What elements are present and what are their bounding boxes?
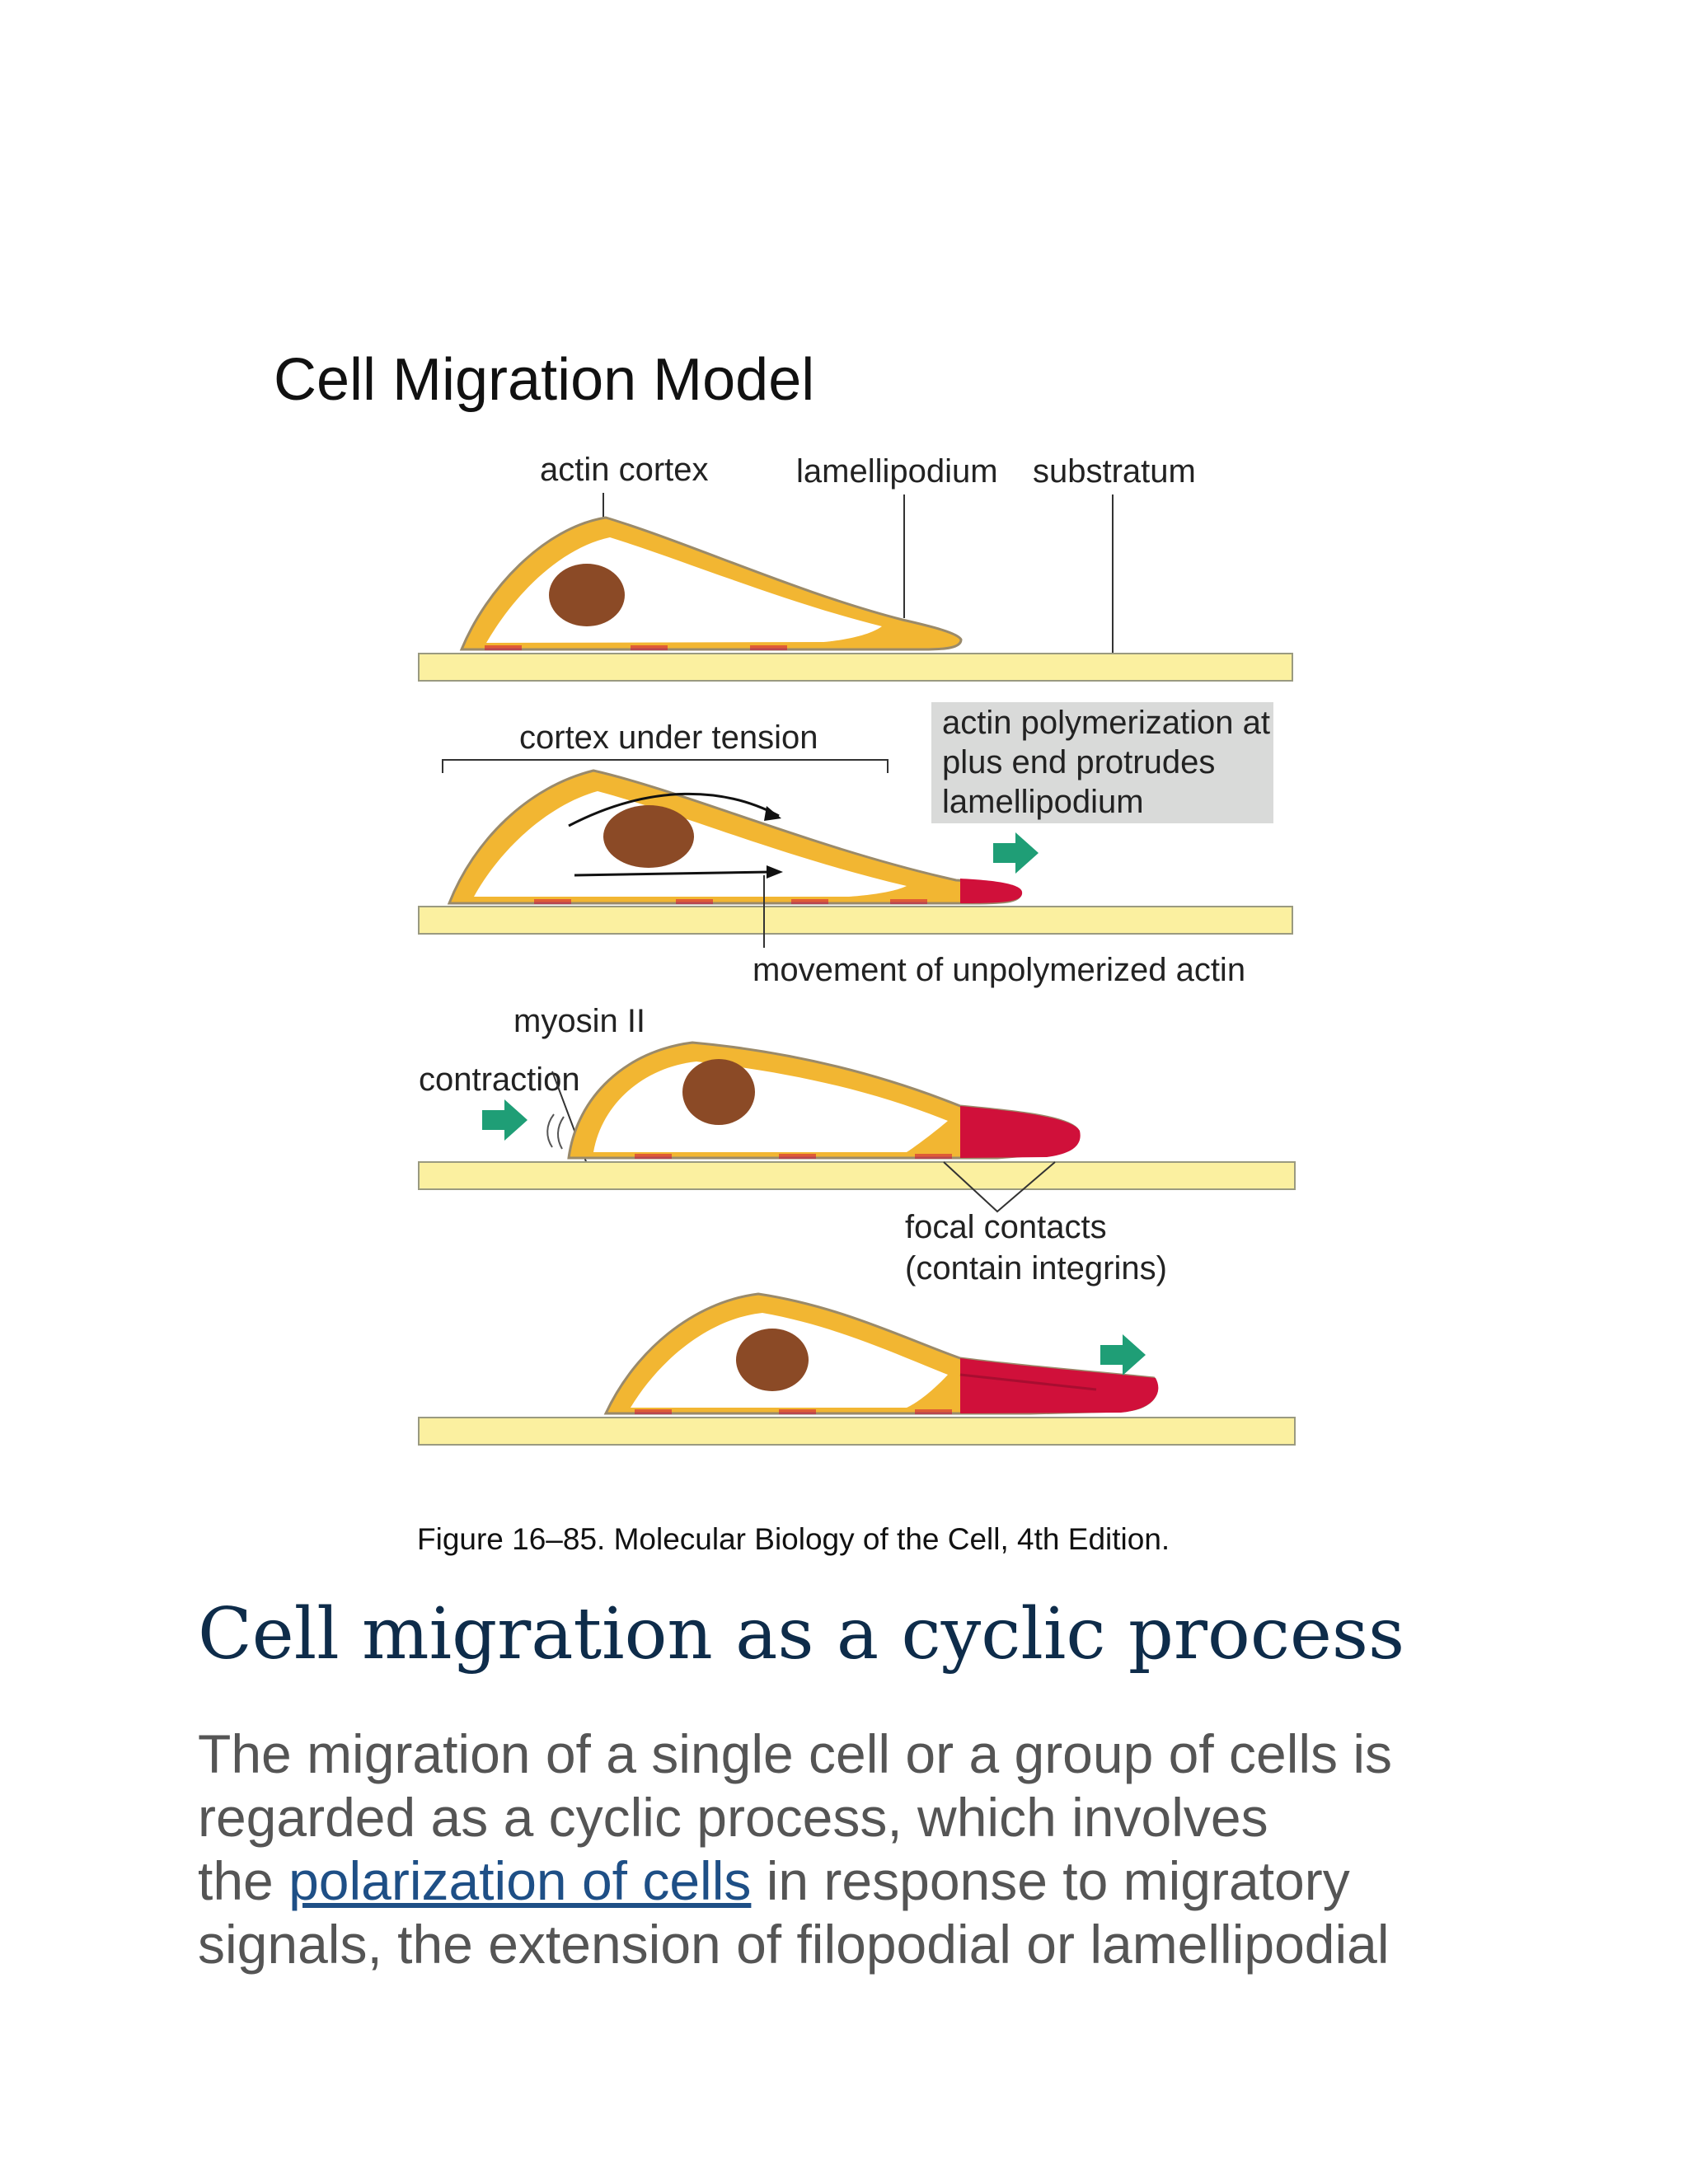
actin-flow-arrow-bottom (574, 870, 771, 877)
substratum-bar-1 (418, 653, 1293, 682)
contraction-arrow-icon (482, 1099, 528, 1141)
nucleus-4 (736, 1329, 809, 1391)
actin-flow-arrowhead-bottom (767, 865, 783, 879)
body-line-1: The migration of a single cell or a grou… (198, 1723, 1393, 1784)
protrusion-arrow-icon (993, 832, 1039, 874)
panel-4 (418, 1292, 1296, 1446)
panel-2: cortex under tension actin polymerizatio… (418, 702, 1293, 988)
body-line-4: signals, the extension of filopodial or … (198, 1914, 1390, 1975)
body-line-3-end: in response to migratory (751, 1850, 1350, 1911)
label-actin-cortex: actin cortex (540, 452, 709, 488)
label-contraction: contraction (419, 1062, 580, 1098)
nucleus-3 (682, 1059, 755, 1125)
body-line-3-start: the (198, 1850, 289, 1911)
label-unpolymerized-actin: movement of unpolymerized actin (753, 952, 1245, 988)
polarization-link[interactable]: polarization of cells (288, 1850, 752, 1911)
label-focal-contacts-l1: focal contacts (905, 1209, 1107, 1245)
label-substratum: substratum (1033, 453, 1196, 490)
label-polymerization-l3: lamellipodium (942, 784, 1144, 820)
actin-bundle-4 (959, 1373, 1097, 1391)
adhesions-4 (635, 1409, 952, 1414)
figure-caption: Figure 16–85. Molecular Biology of the C… (417, 1522, 1170, 1556)
cytoplasm-3 (593, 1062, 948, 1152)
annotation-box (931, 702, 1273, 823)
nucleus-1 (549, 564, 625, 626)
panel-3: myosin II contraction focal contacts (co… (418, 1003, 1296, 1286)
tension-bracket (442, 759, 889, 773)
label-polymerization-l2: plus end protrudes (942, 744, 1215, 780)
contraction-marks (546, 1113, 565, 1150)
label-lamellipodium: lamellipodium (796, 453, 998, 490)
label-cortex-under-tension: cortex under tension (519, 719, 818, 756)
label-polymerization-l1: actin polymerization at (942, 705, 1270, 741)
body-line-2: regarded as a cyclic process, which invo… (198, 1787, 1268, 1848)
actin-flow-arrow-top (568, 792, 780, 827)
nucleus-2 (603, 805, 694, 868)
pointer-focal-contacts (943, 1161, 1056, 1213)
substratum-bar-2 (418, 906, 1293, 935)
lamellipodium-3 (960, 1106, 1081, 1158)
body-paragraph: The migration of a single cell or a grou… (198, 1722, 1615, 1976)
adhesions-3 (635, 1154, 952, 1159)
panel-1: actin cortex lamellipodium substratum (418, 452, 1293, 682)
adhesions-1 (485, 645, 787, 650)
body-line-3: the polarization of cells in response to… (198, 1849, 1615, 1913)
adhesions-2 (534, 899, 927, 904)
substratum-bar-4 (418, 1417, 1296, 1446)
label-myosin: myosin II (513, 1003, 645, 1039)
section-heading: Cell migration as a cyclic process (198, 1593, 1405, 1675)
actin-flow-arrowhead-top (764, 806, 781, 821)
cell-migration-figure: Cell Migration Model actin cortex lamell… (274, 347, 1296, 1556)
migration-arrow-icon (1100, 1334, 1146, 1376)
substratum-bar-3 (418, 1161, 1296, 1190)
label-focal-contacts-l2: (contain integrins) (905, 1250, 1167, 1286)
figure-title: Cell Migration Model (274, 347, 814, 413)
lamellipodium-tip-2 (960, 879, 1023, 903)
